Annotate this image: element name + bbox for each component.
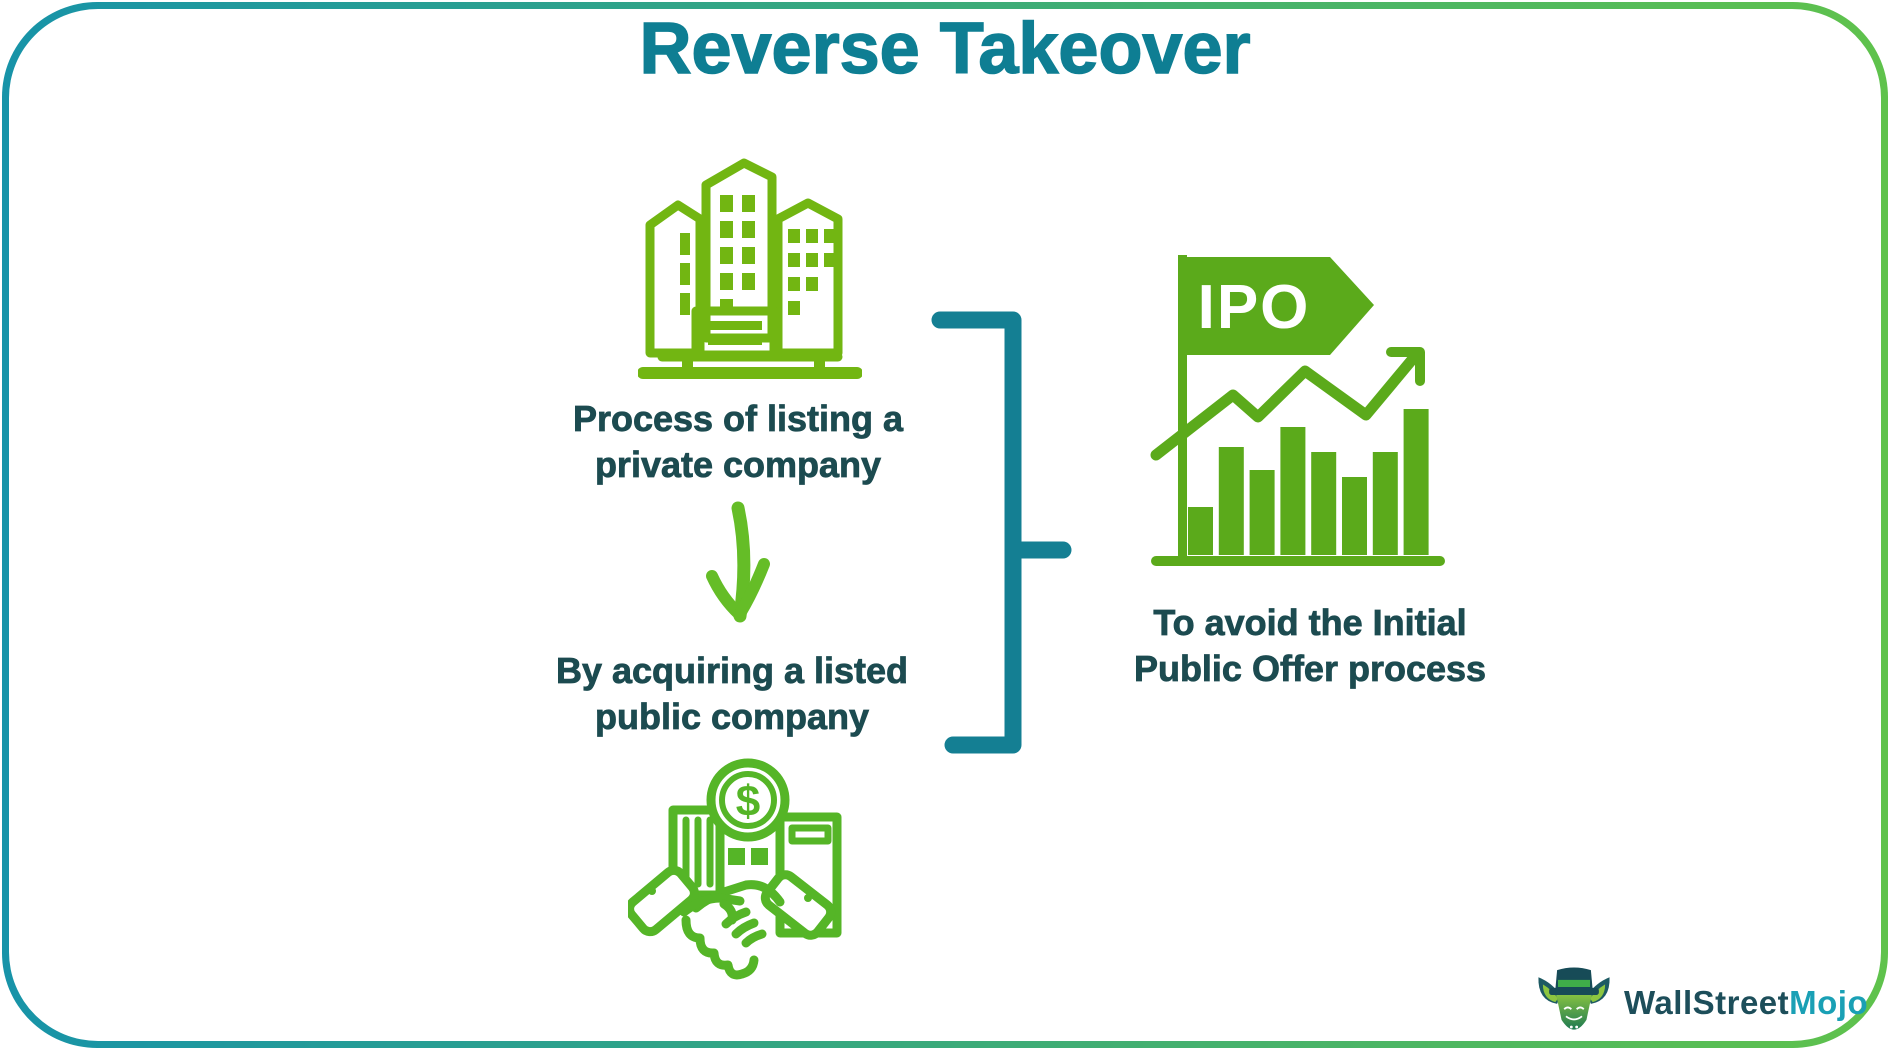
- frame-inner: [9, 9, 1881, 1041]
- step2-line2: public company: [594, 696, 870, 738]
- brand-wallstreet: WallStreet: [1624, 984, 1790, 1021]
- ipo-flag-label: IPO: [1198, 273, 1311, 342]
- buildings-icon: [638, 158, 862, 379]
- brand-mojo: Mojo: [1789, 984, 1869, 1021]
- page-title: Reverse Takeover: [639, 8, 1252, 90]
- wallstreetmojo-logo: WallStreetMojo: [1534, 962, 1868, 1044]
- step2-line1: By acquiring a listed: [555, 650, 909, 692]
- bull-mascot-icon: [1538, 967, 1610, 1030]
- step1-line2: private company: [594, 444, 882, 486]
- purpose-line2: Public Offer process: [1133, 648, 1487, 690]
- bracket-connector: [931, 311, 1072, 754]
- step2-text: By acquiring a listed public company: [442, 648, 1022, 740]
- brand-name: WallStreetMojo: [1624, 984, 1868, 1022]
- dollar-symbol: $: [736, 777, 760, 826]
- handshake-deal-icon: $: [628, 758, 842, 980]
- purpose-line1: To avoid the Initial: [1153, 602, 1467, 644]
- ipo-bar-chart: [1188, 409, 1429, 555]
- ipo-flag-chart-icon: IPO: [1150, 255, 1445, 566]
- purpose-text: To avoid the Initial Public Offer proces…: [1020, 600, 1600, 692]
- down-arrow-icon: [706, 501, 770, 623]
- step1-line1: Process of listing a: [572, 398, 904, 440]
- step1-text: Process of listing a private company: [448, 396, 1028, 488]
